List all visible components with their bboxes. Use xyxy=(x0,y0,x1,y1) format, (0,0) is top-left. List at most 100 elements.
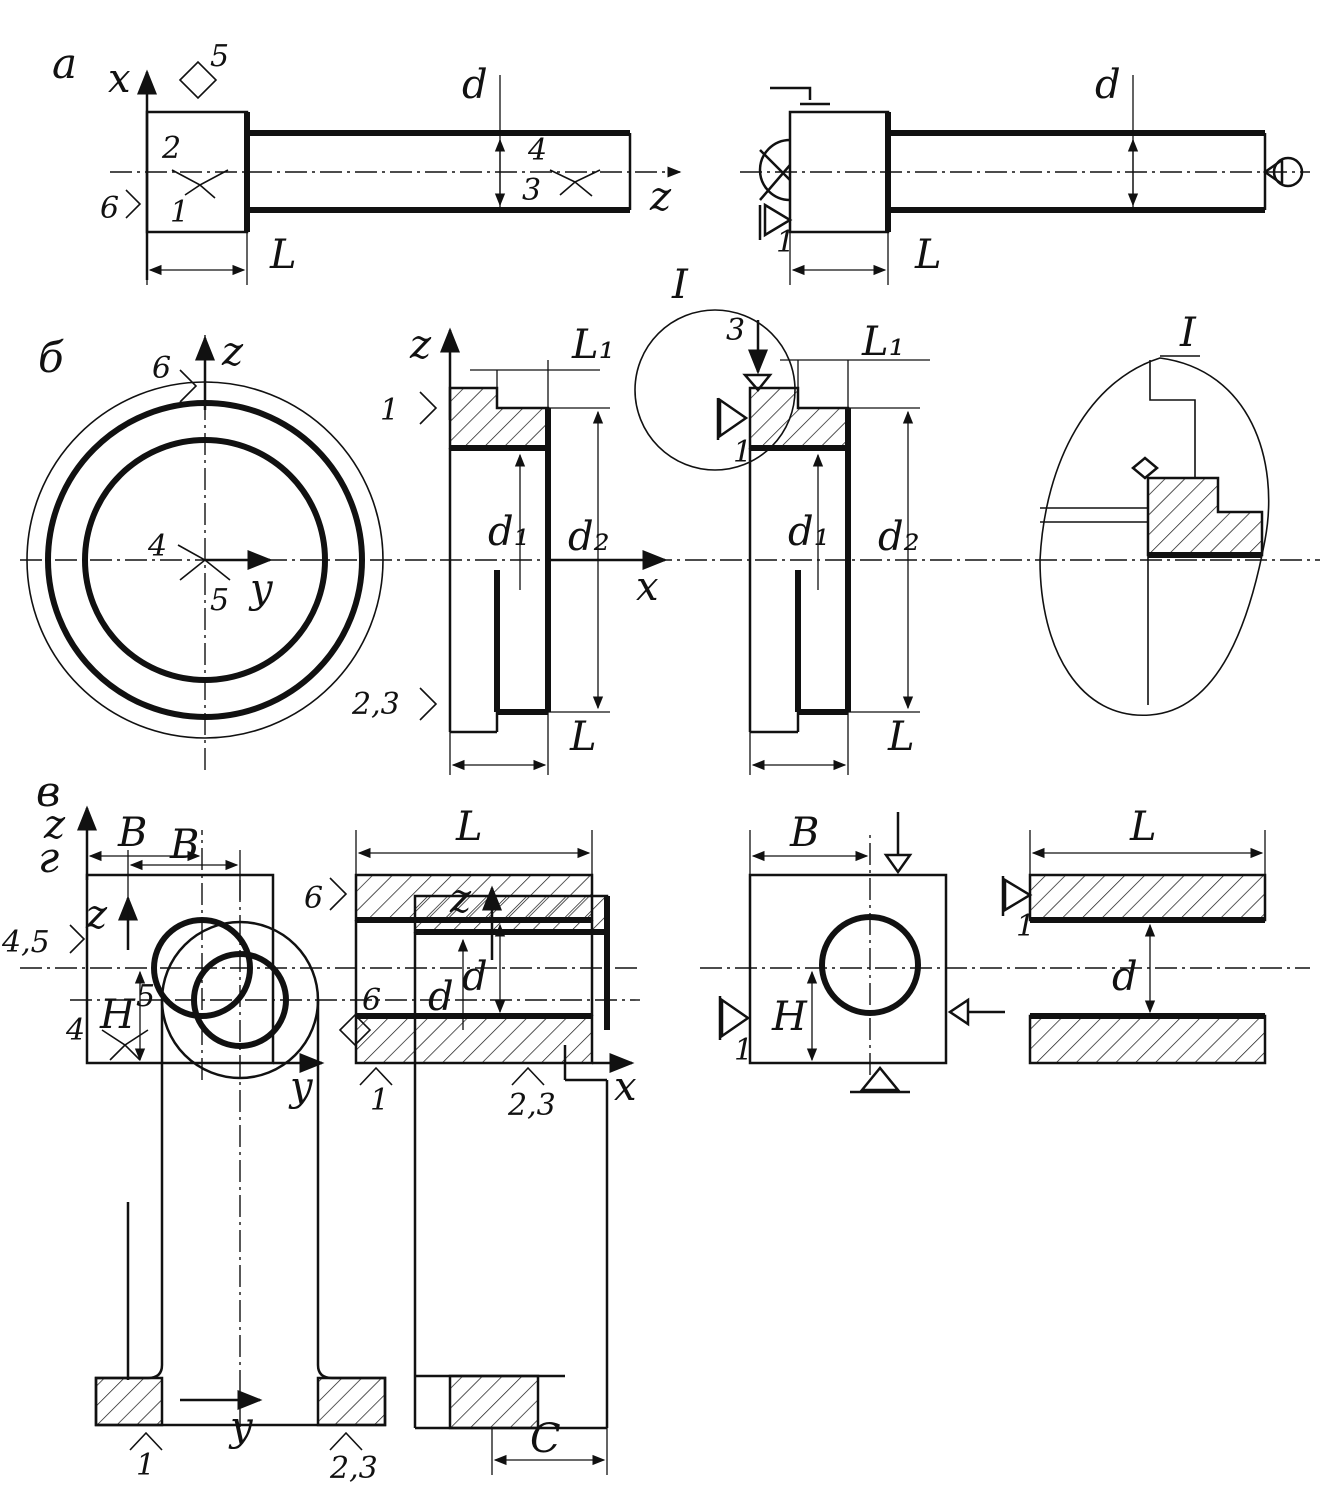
base-num-1: 1 xyxy=(170,195,189,230)
dim-H-label: H xyxy=(771,994,808,1040)
dim-B-label: B xyxy=(117,810,147,856)
base-num-2: 2 xyxy=(161,131,181,166)
panel-v-letter: в xyxy=(36,767,60,816)
axis-x-label: x xyxy=(108,56,131,102)
dim-L1-label: L₁ xyxy=(861,319,905,365)
center-symbol-icon xyxy=(758,138,791,202)
base-num-6: 6 xyxy=(304,881,323,916)
support-symbol-icon xyxy=(716,397,749,440)
base-num-6: 6 xyxy=(100,191,119,226)
base-num-1: 1 xyxy=(380,393,399,428)
dim-L-label: L xyxy=(914,232,942,278)
base-num-4: 4 xyxy=(527,133,547,168)
clamp-symbol-icon xyxy=(883,853,913,875)
panel-v: в z y B H 4,5 L d x 6 1 2 xyxy=(1,767,1310,1123)
detail-label: I xyxy=(671,262,689,308)
base-symbol-icon xyxy=(101,1029,149,1061)
clamp-symbol-icon xyxy=(742,373,773,392)
dim-L-label: L xyxy=(1129,804,1157,850)
base-symbol-icon xyxy=(177,544,231,581)
axis-y-label: y xyxy=(248,566,274,612)
base-num-4: 4 xyxy=(65,1013,85,1048)
support-symbol-icon xyxy=(758,202,793,240)
panel-a: а x z d L 5 2 1 6 4 3 xyxy=(52,39,1310,285)
axis-z-label: z xyxy=(449,876,472,922)
dim-d-label: d xyxy=(428,974,454,1020)
dim-d-label: d xyxy=(1095,62,1121,108)
base-symbol-icon xyxy=(329,877,348,911)
base-num-2-3: 2,3 xyxy=(351,687,400,722)
base-symbol-icon xyxy=(69,924,86,954)
symbol-num-1: 1 xyxy=(734,1033,753,1068)
axis-y-label: y xyxy=(288,1064,314,1110)
base-symbol-icon xyxy=(549,169,601,197)
dim-L-label: L xyxy=(455,804,483,850)
base-symbol-icon xyxy=(125,189,142,219)
dim-C-label: C xyxy=(530,1416,561,1462)
support-symbol-icon xyxy=(1001,876,1033,916)
base-symbol-icon xyxy=(178,60,218,100)
dim-d-label: d xyxy=(1112,954,1138,1000)
detail-label: I xyxy=(1179,310,1197,356)
clamp-symbol-icon xyxy=(947,997,970,1027)
base-num-6: 6 xyxy=(152,351,171,386)
panel-g-letter: г xyxy=(38,833,59,882)
base-num-2-3: 2,3 xyxy=(329,1451,378,1486)
base-num-4: 4 xyxy=(147,529,167,564)
axis-z-label: z xyxy=(221,329,244,375)
base-num-5: 5 xyxy=(210,583,229,618)
base-num-3: 3 xyxy=(522,173,541,208)
base-symbol-icon xyxy=(511,1066,545,1086)
support-symbol-icon xyxy=(718,996,751,1040)
panel-b: б z y 6 4 5 z x d₁ d₂ xyxy=(20,262,1320,775)
dim-d2-label: d₂ xyxy=(878,514,920,560)
dim-d2-label: d₂ xyxy=(568,514,610,560)
hatched-section xyxy=(354,1014,594,1065)
hatched-section xyxy=(1146,476,1264,557)
dim-d1-label: d₁ xyxy=(788,509,830,555)
center-symbol-icon xyxy=(1272,156,1304,188)
base-num-5: 5 xyxy=(136,979,155,1014)
base-symbol-icon xyxy=(419,687,438,721)
dim-L-label: L xyxy=(269,232,297,278)
symbol-num-1: 1 xyxy=(733,435,752,470)
base-symbol-icon xyxy=(419,391,438,425)
dim-d-label: d xyxy=(462,954,488,1000)
dim-d-label: d xyxy=(462,62,488,108)
axis-y-label: y xyxy=(228,1404,254,1450)
support-symbol-icon xyxy=(850,1066,910,1094)
base-num-3: 3 xyxy=(726,313,745,348)
panel-b-letter: б xyxy=(38,333,64,382)
dim-B-label: B xyxy=(789,810,819,856)
dim-L-label: L xyxy=(569,714,597,760)
hatched-section xyxy=(448,386,550,450)
axis-z-label: z xyxy=(649,174,672,220)
base-symbol-icon xyxy=(171,169,229,199)
panel-a-letter: а xyxy=(52,39,77,88)
base-symbol-icon xyxy=(359,1066,393,1086)
base-num-5: 5 xyxy=(210,39,229,74)
base-num-4-5: 4,5 xyxy=(1,925,50,960)
axis-z-label: z xyxy=(43,802,66,848)
base-symbol-icon xyxy=(179,369,198,403)
dim-B-label: B xyxy=(169,822,199,868)
axis-z-label: z xyxy=(409,322,432,368)
axis-x-label: x xyxy=(636,564,659,610)
axis-z-label: z xyxy=(85,892,108,938)
base-num-1: 1 xyxy=(370,1083,389,1118)
panel-g: г z B y 4 5 6 1 2,3 xyxy=(38,822,640,1486)
dim-d1-label: d₁ xyxy=(488,509,530,555)
symbol-num-1: 1 xyxy=(1016,909,1035,944)
detail-outline xyxy=(1039,357,1270,716)
dim-L-label: L xyxy=(887,714,915,760)
base-num-2-3: 2,3 xyxy=(507,1088,556,1123)
hatched-section xyxy=(748,386,850,450)
symbol-num-1: 1 xyxy=(776,225,795,260)
base-symbol-icon xyxy=(129,1431,163,1451)
base-symbol-icon xyxy=(338,1013,372,1047)
base-num-1: 1 xyxy=(136,1448,155,1483)
dim-L1-label: L₁ xyxy=(571,322,615,368)
base-symbol-icon xyxy=(329,1431,363,1451)
clamp-symbol-icon xyxy=(770,86,830,106)
